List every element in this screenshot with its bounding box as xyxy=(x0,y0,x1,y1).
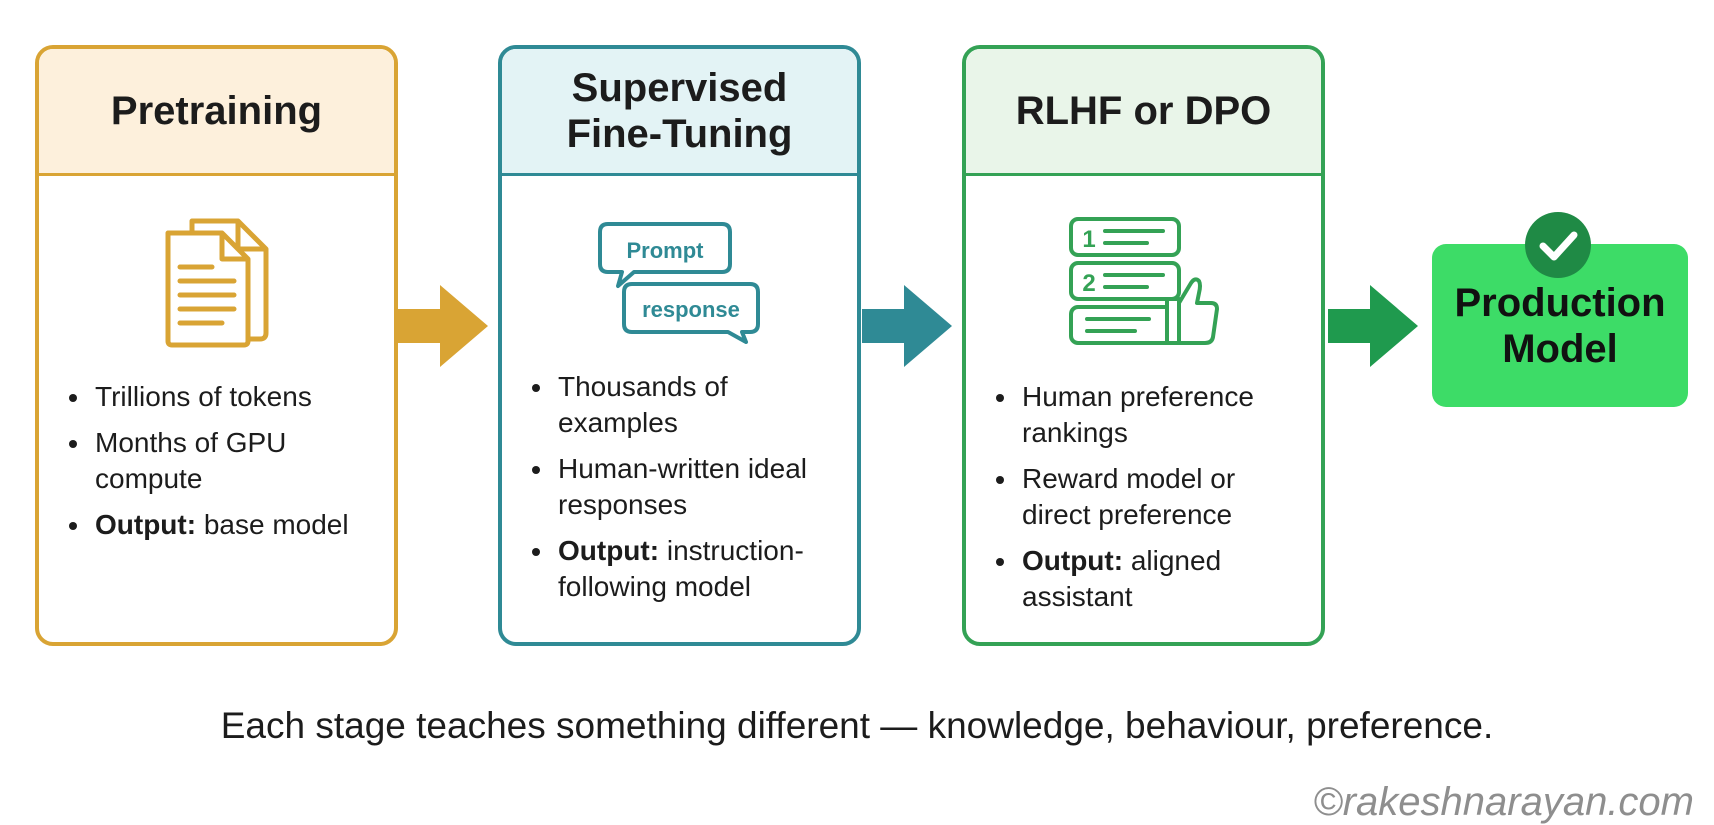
list-item: Output: instruction-following model xyxy=(528,533,843,605)
bullet-list: Human preference rankings Reward model o… xyxy=(992,379,1307,625)
list-item: Months of GPU compute xyxy=(65,425,380,497)
list-item: Trillions of tokens xyxy=(65,379,380,415)
rank-2-label: 2 xyxy=(1082,270,1095,297)
rank-1-label: 1 xyxy=(1082,226,1095,253)
list-item: Output: base model xyxy=(65,507,380,543)
thumbs-up-icon xyxy=(1164,277,1219,345)
prompt-label: Prompt xyxy=(626,238,704,263)
check-circle-icon xyxy=(1525,212,1591,278)
stage-title: Supervised Fine-Tuning xyxy=(502,49,857,176)
documents-icon xyxy=(39,176,394,386)
response-label: response xyxy=(642,297,740,322)
arrow-right-icon xyxy=(862,285,952,367)
list-item: Reward model or direct preference xyxy=(992,461,1307,533)
list-item: Output: aligned assistant xyxy=(992,543,1307,615)
ranked-list-thumbs-up-icon: 1 2 xyxy=(966,176,1321,386)
list-item: Thousands of examples xyxy=(528,369,843,441)
stage-card-rlhf-or-dpo: RLHF or DPO 1 2 Human xyxy=(962,45,1325,646)
bullet-list: Trillions of tokens Months of GPU comput… xyxy=(65,379,380,553)
stage-card-supervised-fine-tuning: Supervised Fine-Tuning Prompt response T… xyxy=(498,45,861,646)
arrow-right-icon xyxy=(398,285,488,367)
list-item: Human-written ideal responses xyxy=(528,451,843,523)
bullet-list: Thousands of examples Human-written idea… xyxy=(528,369,843,615)
arrow-right-icon xyxy=(1328,285,1418,367)
stage-title: Pretraining xyxy=(39,49,394,176)
watermark: ©rakeshnarayan.com xyxy=(1313,780,1694,824)
stage-card-pretraining: Pretraining Trillions of tokens Months o… xyxy=(35,45,398,646)
stage-title: RLHF or DPO xyxy=(966,49,1321,176)
list-item: Human preference rankings xyxy=(992,379,1307,451)
chat-bubbles-icon: Prompt response xyxy=(502,176,857,386)
caption: Each stage teaches something different —… xyxy=(220,705,1494,746)
